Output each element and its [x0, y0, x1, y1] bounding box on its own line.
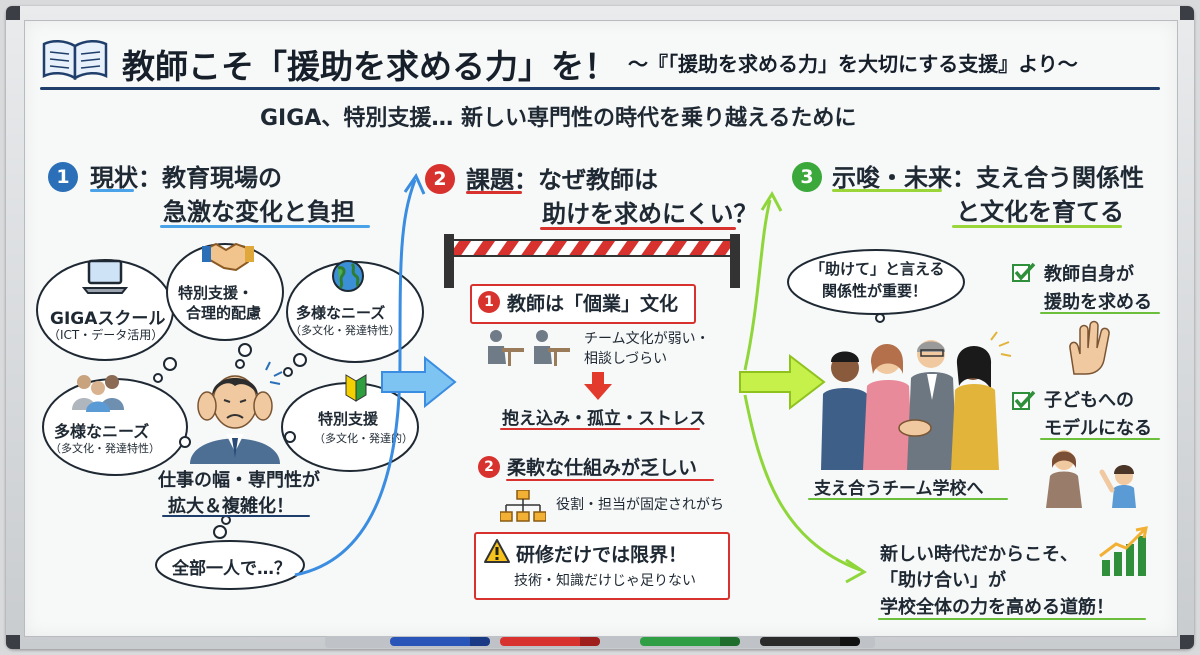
black-marker[interactable]	[760, 637, 860, 646]
section1-caption-line1: 仕事の幅・専門性が	[158, 470, 320, 491]
item1-title: 教師は「個業」文化	[507, 293, 679, 315]
blue-marker[interactable]	[390, 637, 490, 646]
check1-line1: 教師自身が	[1044, 264, 1134, 285]
item1-desc-line2: 相談しづらい	[584, 351, 668, 367]
open-book-icon	[42, 40, 108, 80]
check2-line1: 子どもへの	[1044, 390, 1134, 411]
item2-underline	[506, 479, 714, 481]
page-title: 教師こそ「援助を求める力」を！	[122, 47, 617, 86]
section2-underline	[466, 191, 522, 194]
check-icon	[1012, 262, 1036, 282]
isolated-desk-icon	[488, 330, 570, 366]
check-icon	[1012, 390, 1036, 410]
item1-result: 抱え込み・孤立・ストレス	[502, 409, 706, 429]
section1-caption-line2: 拡大＆複雑化！	[168, 496, 294, 517]
item1-badge: 1	[478, 291, 500, 313]
teacher-child-icon	[1046, 450, 1136, 508]
frame-corner	[6, 6, 20, 20]
section3-heading-line1: 示唆・未来：支え合う関係性	[832, 164, 1144, 192]
alone-bubble-text: 全部一人で…？	[172, 559, 291, 579]
stressed-teacher-icon	[190, 361, 283, 464]
header-divider	[40, 87, 1160, 90]
caption-underline	[162, 515, 310, 517]
section1-underline	[160, 225, 370, 228]
section1-heading-line2: 急激な変化と負担	[163, 198, 355, 226]
bubble-giga-sub: （ICT・データ活用）	[48, 328, 164, 342]
bubble-diverse2-sub: （多文化・発達特性）	[50, 442, 160, 455]
section1-underline	[90, 189, 134, 192]
item1-desc-line1: チーム文化が弱い・	[584, 331, 710, 347]
check1-underline	[1040, 312, 1160, 314]
check2-underline	[1040, 438, 1160, 440]
growth-chart-icon	[1099, 526, 1148, 576]
item2-badge: 2	[478, 456, 500, 478]
bubble-special-label: 特別支援・	[178, 284, 254, 302]
bubble-diverse-label: 多様なニーズ	[296, 304, 386, 322]
handshake-icon	[202, 242, 254, 272]
people-icon	[72, 375, 124, 412]
bubble-diverse2-label: 多様なニーズ	[54, 422, 150, 441]
bubble-diverse-sub: （多文化・発達特性）	[290, 324, 400, 337]
item3-desc: 技術・知識だけじゃ足りない	[514, 573, 696, 589]
red-marker[interactable]	[500, 637, 600, 646]
section2-underline	[540, 227, 736, 230]
bubble-special2-sub: （多文化・発達的）	[314, 432, 413, 445]
section3-underline	[832, 189, 942, 192]
closing-line1: 新しい時代だからこそ、	[880, 544, 1078, 565]
section3-number-badge: 3	[792, 162, 822, 192]
bubble-giga-label: GIGAスクール	[50, 309, 166, 329]
section2-number-badge: 2	[425, 164, 455, 194]
bubble-special2-label: 特別支援	[318, 410, 379, 428]
closing-line3: 学校全体の力を高める道筋！	[880, 597, 1114, 618]
globe-icon	[332, 260, 364, 292]
laptop-icon	[82, 259, 128, 294]
org-chart-icon	[500, 490, 546, 522]
item2-title: 柔軟な仕組みが乏しい	[507, 457, 698, 479]
item3-title: 研修だけでは限界！	[516, 544, 688, 566]
speech-bubble-line2: 関係性が重要！	[822, 282, 928, 300]
team-handshake-icon	[821, 331, 1012, 470]
frame-corner	[1180, 635, 1194, 649]
frame-corner	[1180, 6, 1194, 20]
down-arrow-icon	[584, 372, 612, 400]
raised-hand-icon	[1069, 320, 1110, 375]
check2-line2: モデルになる	[1044, 418, 1152, 439]
barrier-icon	[444, 234, 740, 288]
bubble-special-sub: 合理的配慮	[186, 304, 262, 322]
item1-result-underline	[500, 428, 700, 430]
beginner-leaf-icon	[345, 374, 367, 402]
section3-underline	[952, 225, 1122, 228]
section1-heading-line1: 現状：教育現場の	[90, 164, 282, 192]
speech-bubble-line1: 「助けて」と言える	[810, 260, 945, 278]
page-subtitle: GIGA、特別支援… 新しい専門性の時代を乗り越えるために	[260, 106, 857, 131]
item3-box	[474, 532, 730, 600]
item1-box	[470, 284, 696, 324]
page-source: 〜『「援助を求める力」を大切にする支援』より〜	[628, 52, 1078, 76]
section3-heading-line2: と文化を育てる	[956, 198, 1124, 226]
team-caption: 支え合うチーム学校へ	[814, 479, 984, 499]
team-caption-underline	[808, 498, 1008, 500]
frame-corner	[6, 635, 20, 649]
speech-bubble	[787, 249, 965, 323]
section2-heading-line2: 助けを求めにくい？	[542, 200, 758, 228]
section1-number-badge: 1	[48, 162, 78, 192]
item2-desc: 役割・担当が固定されがち	[556, 497, 724, 513]
closing-line2: 「助け合い」が	[880, 570, 1006, 591]
warning-icon	[484, 539, 510, 563]
closing-underline	[878, 618, 1146, 620]
check1-line2: 援助を求める	[1044, 292, 1152, 313]
green-marker[interactable]	[640, 637, 740, 646]
section2-heading-line1: 課題：なぜ教師は	[466, 166, 658, 194]
